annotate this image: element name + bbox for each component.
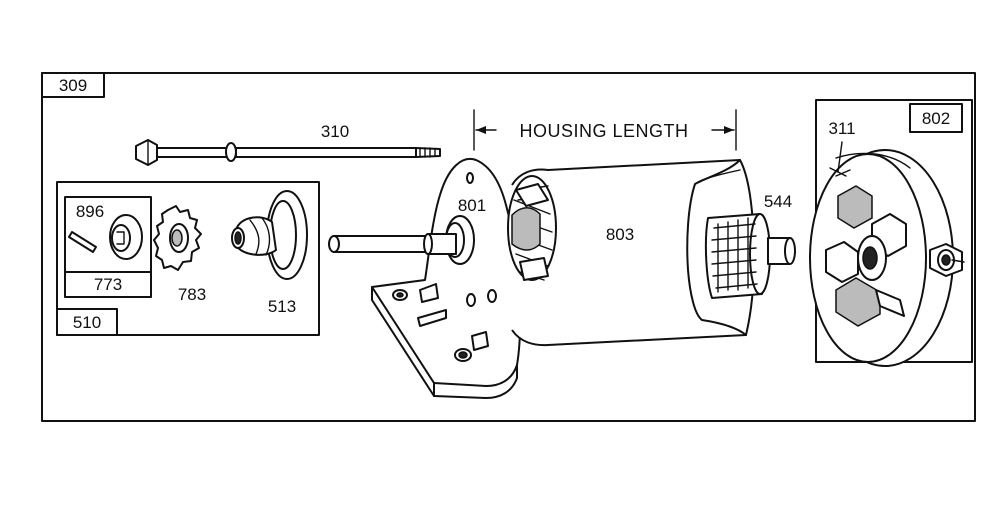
part-802-label: 802 xyxy=(922,109,950,128)
end-cap-assembly-802: 802 xyxy=(809,99,973,367)
drive-kit-510-box: 510 xyxy=(56,181,320,336)
part-311-label: 311 xyxy=(828,119,855,138)
part-803-label: 803 xyxy=(606,225,634,244)
part-309-label-box: 309 xyxy=(41,72,105,98)
part-310-label: 310 xyxy=(321,122,349,141)
part-513-label: 513 xyxy=(268,297,296,316)
part-783-label: 783 xyxy=(178,285,206,304)
clutch-retainer-773-box: 773 xyxy=(64,196,152,298)
housing-length-label: HOUSING LENGTH xyxy=(519,121,688,141)
part-896-label: 896 xyxy=(76,202,104,221)
part-773-label: 773 xyxy=(94,275,122,294)
helix-drive-513 xyxy=(231,190,308,280)
housing-length-dimension xyxy=(473,109,737,151)
armature-544 xyxy=(686,159,796,336)
roll-pin-896 xyxy=(68,231,97,253)
housing-803 xyxy=(507,159,756,347)
through-bolt-310 xyxy=(135,139,441,166)
drive-end-cap-801 xyxy=(328,157,522,399)
clutch-retainer-ring xyxy=(109,214,143,260)
part-510-label: 510 xyxy=(73,313,101,332)
outer-frame xyxy=(41,72,976,422)
pinion-gear-783 xyxy=(153,205,202,271)
part-311-leader-line xyxy=(837,141,843,173)
part-309-label: 309 xyxy=(59,76,87,95)
part-801-label: 801 xyxy=(458,196,486,215)
part-544-label: 544 xyxy=(764,192,792,211)
